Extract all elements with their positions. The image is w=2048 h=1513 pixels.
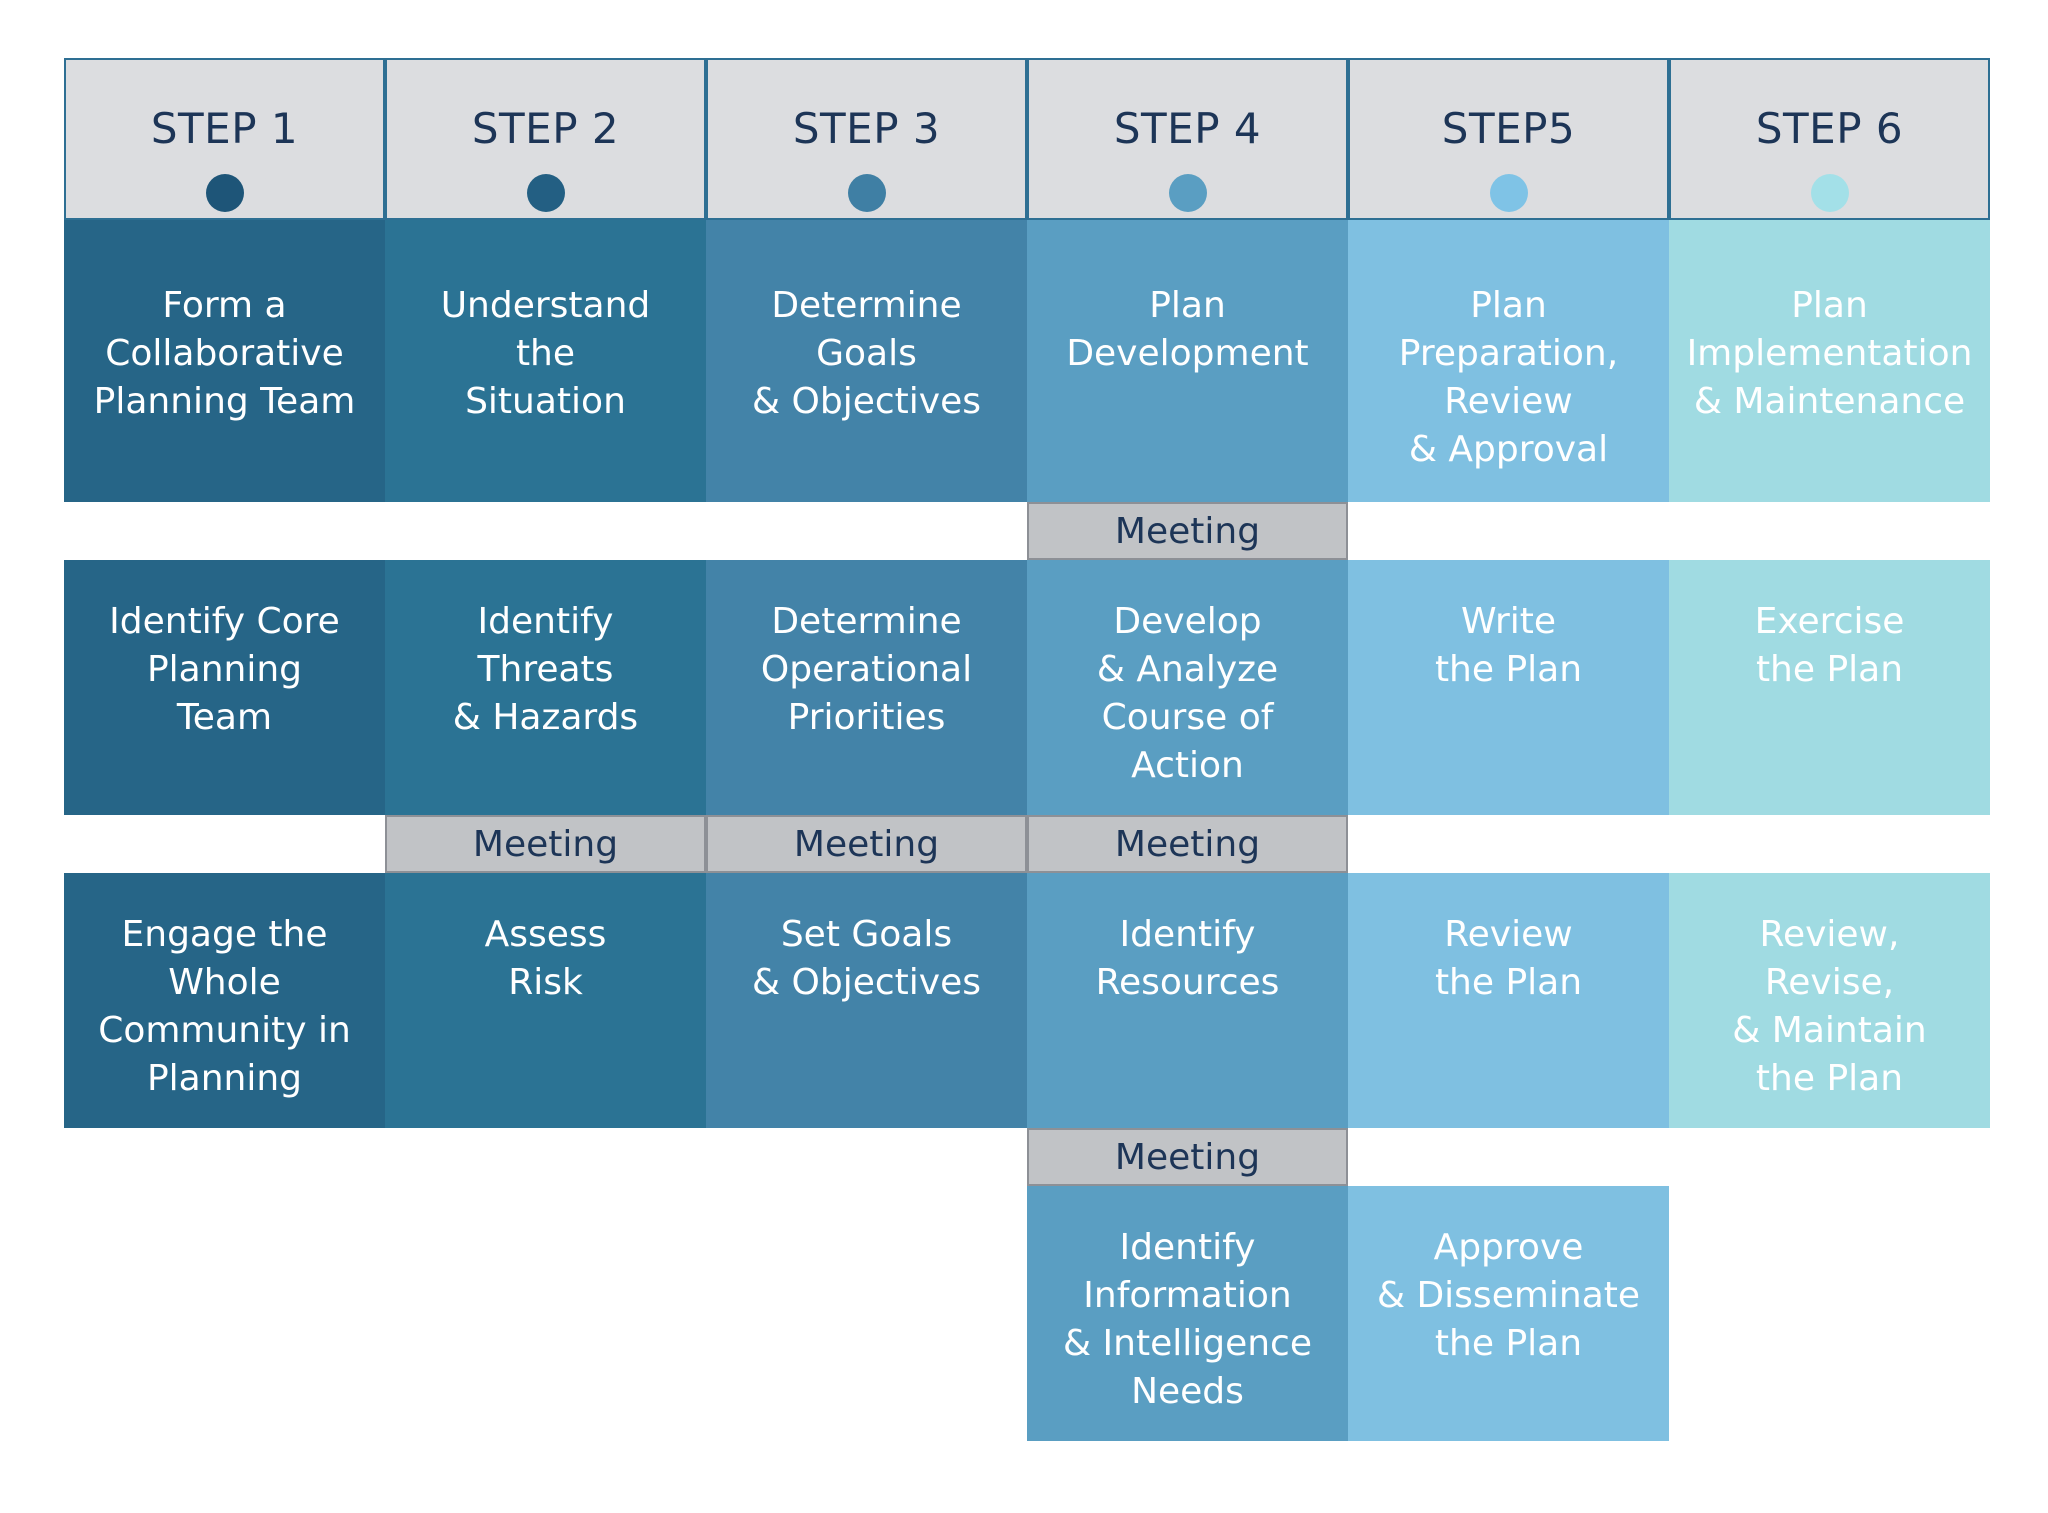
- step-3-row3-cell: Set Goals & Objectives: [706, 873, 1027, 1128]
- step-4-row4-cell: Identify Information & Intelligence Need…: [1027, 1186, 1348, 1441]
- step-2-row2-cell: Identify Threats & Hazards: [385, 560, 706, 815]
- step-dot-icon: [1168, 174, 1207, 212]
- meeting-bar-1: Meeting: [1027, 502, 1348, 560]
- step-dot-icon: [847, 174, 886, 212]
- cell-text: Plan Development: [1066, 285, 1309, 374]
- step-header-2: STEP 2: [385, 58, 706, 220]
- step-label: STEP5: [1441, 104, 1576, 153]
- step-5-row4-cell: Approve & Disseminate the Plan: [1348, 1186, 1669, 1441]
- cell-text: Identify Core Planning Team: [109, 601, 340, 738]
- step-3-row2-cell: Determine Operational Priorities: [706, 560, 1027, 815]
- cell-text: Set Goals & Objectives: [752, 914, 981, 1003]
- cell-text: Plan Preparation, Review & Approval: [1398, 285, 1619, 470]
- cell-text: Identify Information & Intelligence Need…: [1063, 1227, 1312, 1412]
- meeting-bar-3: Meeting: [706, 815, 1027, 873]
- cell-text: Write the Plan: [1434, 601, 1583, 690]
- cell-text: Determine Goals & Objectives: [752, 285, 981, 422]
- step-dot-icon: [526, 174, 565, 212]
- step-5-top-cell: Plan Preparation, Review & Approval: [1348, 220, 1669, 502]
- cell-text: Review the Plan: [1434, 914, 1583, 1003]
- step-label: STEP 3: [792, 104, 941, 153]
- step-6-top-cell: Plan Implementation & Maintenance: [1669, 220, 1990, 502]
- step-1-row2-cell: Identify Core Planning Team: [64, 560, 385, 815]
- cell-text: Determine Operational Priorities: [760, 601, 973, 738]
- step-2-top-cell: Understand the Situation: [385, 220, 706, 502]
- step-label: STEP 2: [471, 104, 620, 153]
- cell-text: Engage the Whole Community in Planning: [98, 914, 351, 1099]
- step-4-top-cell: Plan Development: [1027, 220, 1348, 502]
- step-2-row3-cell: Assess Risk: [385, 873, 706, 1128]
- meeting-bar-2: Meeting: [385, 815, 706, 873]
- cell-text: Identify Resources: [1095, 914, 1280, 1003]
- cell-text: Plan Implementation & Maintenance: [1686, 285, 1973, 422]
- meeting-bar-5: Meeting: [1027, 1128, 1348, 1186]
- step-5-row3-cell: Review the Plan: [1348, 873, 1669, 1128]
- cell-text: Identify Threats & Hazards: [452, 601, 639, 738]
- cell-text: Approve & Disseminate the Plan: [1376, 1227, 1641, 1364]
- step-6-row3-cell: Review, Revise, & Maintain the Plan: [1669, 873, 1990, 1128]
- meeting-bar-4: Meeting: [1027, 815, 1348, 873]
- step-1-top-cell: Form a Collaborative Planning Team: [64, 220, 385, 502]
- step-1-row3-cell: Engage the Whole Community in Planning: [64, 873, 385, 1128]
- step-dot-icon: [1489, 174, 1528, 212]
- step-label: STEP 6: [1755, 104, 1904, 153]
- cell-text: Develop & Analyze Course of Action: [1096, 601, 1279, 786]
- cell-text: Exercise the Plan: [1754, 601, 1905, 690]
- step-4-row3-cell: Identify Resources: [1027, 873, 1348, 1128]
- step-label: STEP 4: [1113, 104, 1262, 153]
- step-dot-icon: [205, 174, 244, 212]
- step-header-5: STEP5: [1348, 58, 1669, 220]
- cell-text: Understand the Situation: [440, 285, 651, 422]
- step-4-row2-cell: Develop & Analyze Course of Action: [1027, 560, 1348, 815]
- cell-text: Assess Risk: [484, 914, 607, 1003]
- step-3-top-cell: Determine Goals & Objectives: [706, 220, 1027, 502]
- cell-text: Review, Revise, & Maintain the Plan: [1732, 914, 1927, 1099]
- step-label: STEP 1: [150, 104, 299, 153]
- cell-text: Form a Collaborative Planning Team: [93, 285, 356, 422]
- step-5-row2-cell: Write the Plan: [1348, 560, 1669, 815]
- step-6-row2-cell: Exercise the Plan: [1669, 560, 1990, 815]
- step-dot-icon: [1810, 174, 1849, 212]
